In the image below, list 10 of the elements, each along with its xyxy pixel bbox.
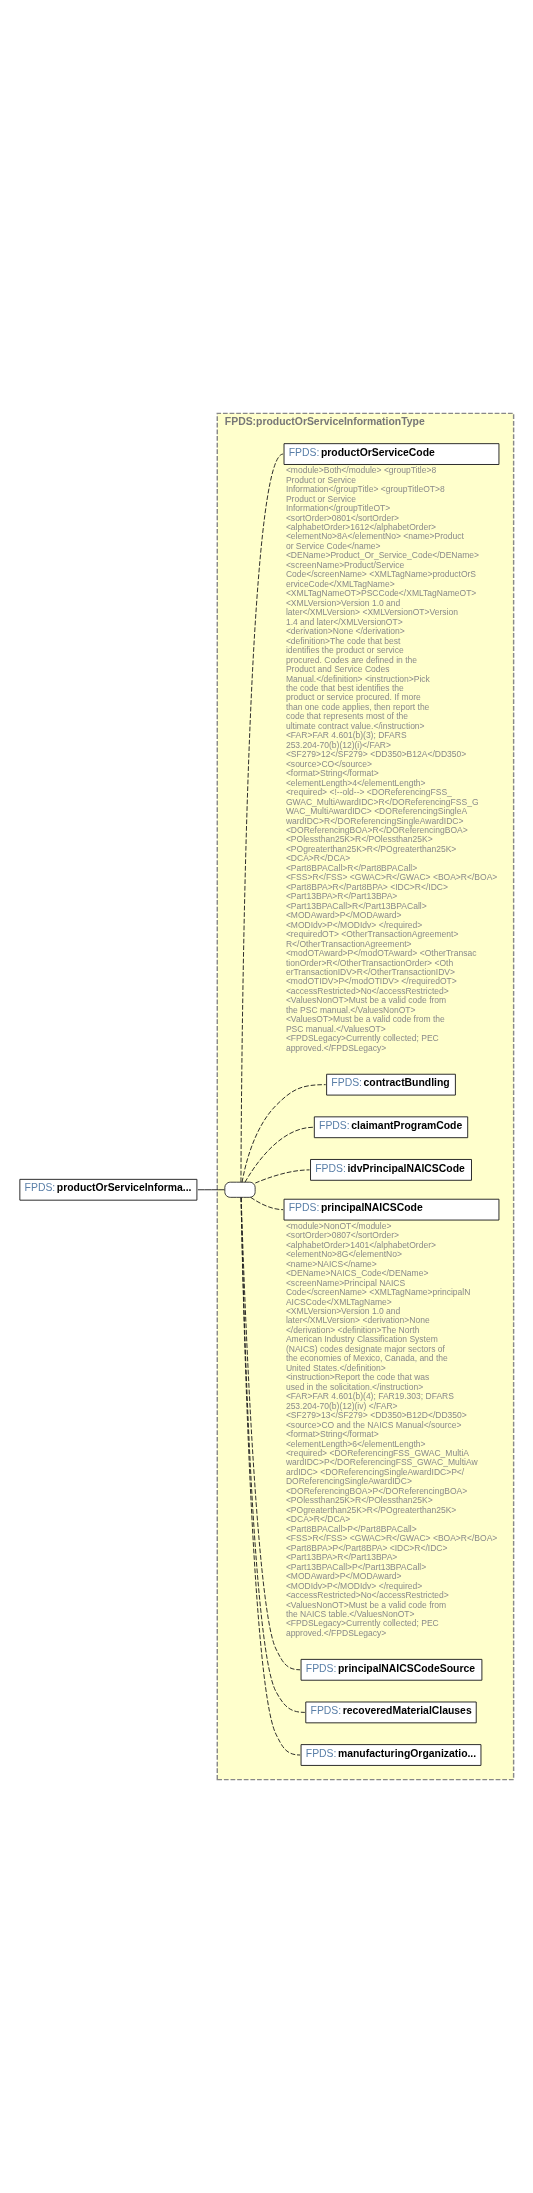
connector	[244, 1126, 314, 1183]
connector	[241, 1084, 327, 1183]
connector	[254, 1169, 311, 1184]
node-box	[224, 1181, 256, 1198]
connector	[240, 1197, 301, 1671]
connector	[240, 453, 284, 1183]
connector	[250, 1196, 284, 1211]
node-label: <module>Both</module> <groupTitle>8 Product or Service Information</groupTitle> <groupTitleOT>8 Product or Service Information</groupTitleOT> <sortOrder>0801</sortOrder> <alphabetOrder>1612</alphabetOrder> <elementNo>8A</elementNo> <name>Product or Service Code</name> <DEName>Product_Or_Service_Code</DEName> <screenName>Product/Service Code</screenName> <XMLTagName>productOrServiceCode</XMLTagName> <XMLTagNameOT>PSCCode</XMLTagNameOT> <XMLVersion>Version 1.0 and later</XMLVersion> <XMLVersionOT>Version 1.4 and later</XMLVersionOT> <derivation>None </derivation> <definition>The code that best identifies the product or service procured. Codes are defined in the Product and Service Codes Manual.</definition> <instruction>Pick the code that best identifies the product or service procured. If more than one code applies, then report the code that represents most of the ultimate contract value.</instruction> <FAR>FAR 4.601(b)(3); DFARS 253.204-70(b)(12)(i)</FAR> <SF279>12</SF279> <DD350>B12A</DD350> <source>CO</source> <format>String</format> <elementLength>4</elementLength> <required> <!--old--> <DOReferencingFSS_GWAC_MultiAwardIDC>R</DOReferencingFSS_GWAC_MultiAwardIDC> <DOReferencingSingleAwardIDC>R</DOReferencingSingleAwardIDC> <DOReferencingBOA>R</DOReferencingBOA> <POlessthan25K>R</POlessthan25K> <POgreaterthan25K>R</POgreaterthan25K> <DCA>R</DCA> <Part8BPACall>R</Part8BPACall> <FSS>R</FSS> <GWAC>R</GWAC> <BOA>R</BOA> <Part8BPA>R</Part8BPA> <IDC>R</IDC> <Part13BPA>R</Part13BPA> <Part13BPACall>R</Part13BPACall> <MODAward>P</MODAward> <MODIdv>P</MODIdv> </required> <requiredOT> <OtherTransactionAgreement>R</OtherTransactionAgreement> <modOTAward>P</modOTAward> <OtherTransactionOrder>R</OtherTransactionOrder> <OtherTransactionIDV>R</OtherTransactionIDV> <modOTIDV>P</modOTIDV> </requiredOT> <accessRestricted>No</accessRestricted> <ValuesNonOT>Must be a valid code from the PSC manual.</ValuesNonOT> <ValuesOT>Must be a valid code from the PSC manual.</ValuesOT> <FPDSLegacy>Currently collected; PEC approved.</FPDSLegacy>	[285, 465, 498, 1053]
connector	[197, 1189, 226, 1191]
node-label: <module>NonOT</module> <sortOrder>0807</sortOrder> <alphabetOrder>1401</alphabetOrder> <elementNo>8G</elementNo> <name>NAICS</name> <DEName>NAICS_Code</DEName> <screenName>Principal NAICS Code</screenName> <XMLTagName>principalNAICSCode</XMLTagName> <XMLVersion>Version 1.0 and later</XMLVersion> <derivation>None </derivation> <definition>The North American Industry Classification System (NAICS) codes designate major sectors of the economies of Mexico, Canada, and the United States.</definition> <instruction>Report the code that was used in the solicitation.</instruction> <FAR>FAR 4.601(b)(4); FAR19.303; DFARS 253.204-70(b)(12)(iv) </FAR> <SF279>13</SF279> <DD350>B12D</DD350> <source>CO and the NAICS Manual</source> <format>String</format> <elementLength>6</elementLength> <required> <DOReferencingFSS_GWAC_MultiAwardIDC>P</DOReferencingFSS_GWAC_MultiAwardIDC> <DOReferencingSingleAwardIDC>P</DOReferencingSingleAwardIDC> <DOReferencingBOA>P</DOReferencingBOA> <POlessthan25K>R</POlessthan25K> <POgreaterthan25K>R</POgreaterthan25K> <DCA>R</DCA> <Part8BPACall>P</Part8BPACall> <FSS>R</FSS> <GWAC>R</GWAC> <BOA>R</BOA> <Part8BPA>P</Part8BPA> <IDC>R</IDC> <Part13BPA>R</Part13BPA> <Part13BPACall>P</Part13BPACall> <MODAward>P</MODAward> <MODIdv>P</MODIdv> </required> <accessRestricted>No</accessRestricted> <ValuesNonOT>Must be a valid code from the NAICS table.</ValuesNonOT> <FPDSLegacy>Currently collected; PEC approved.</FPDSLegacy>	[285, 1220, 498, 1638]
